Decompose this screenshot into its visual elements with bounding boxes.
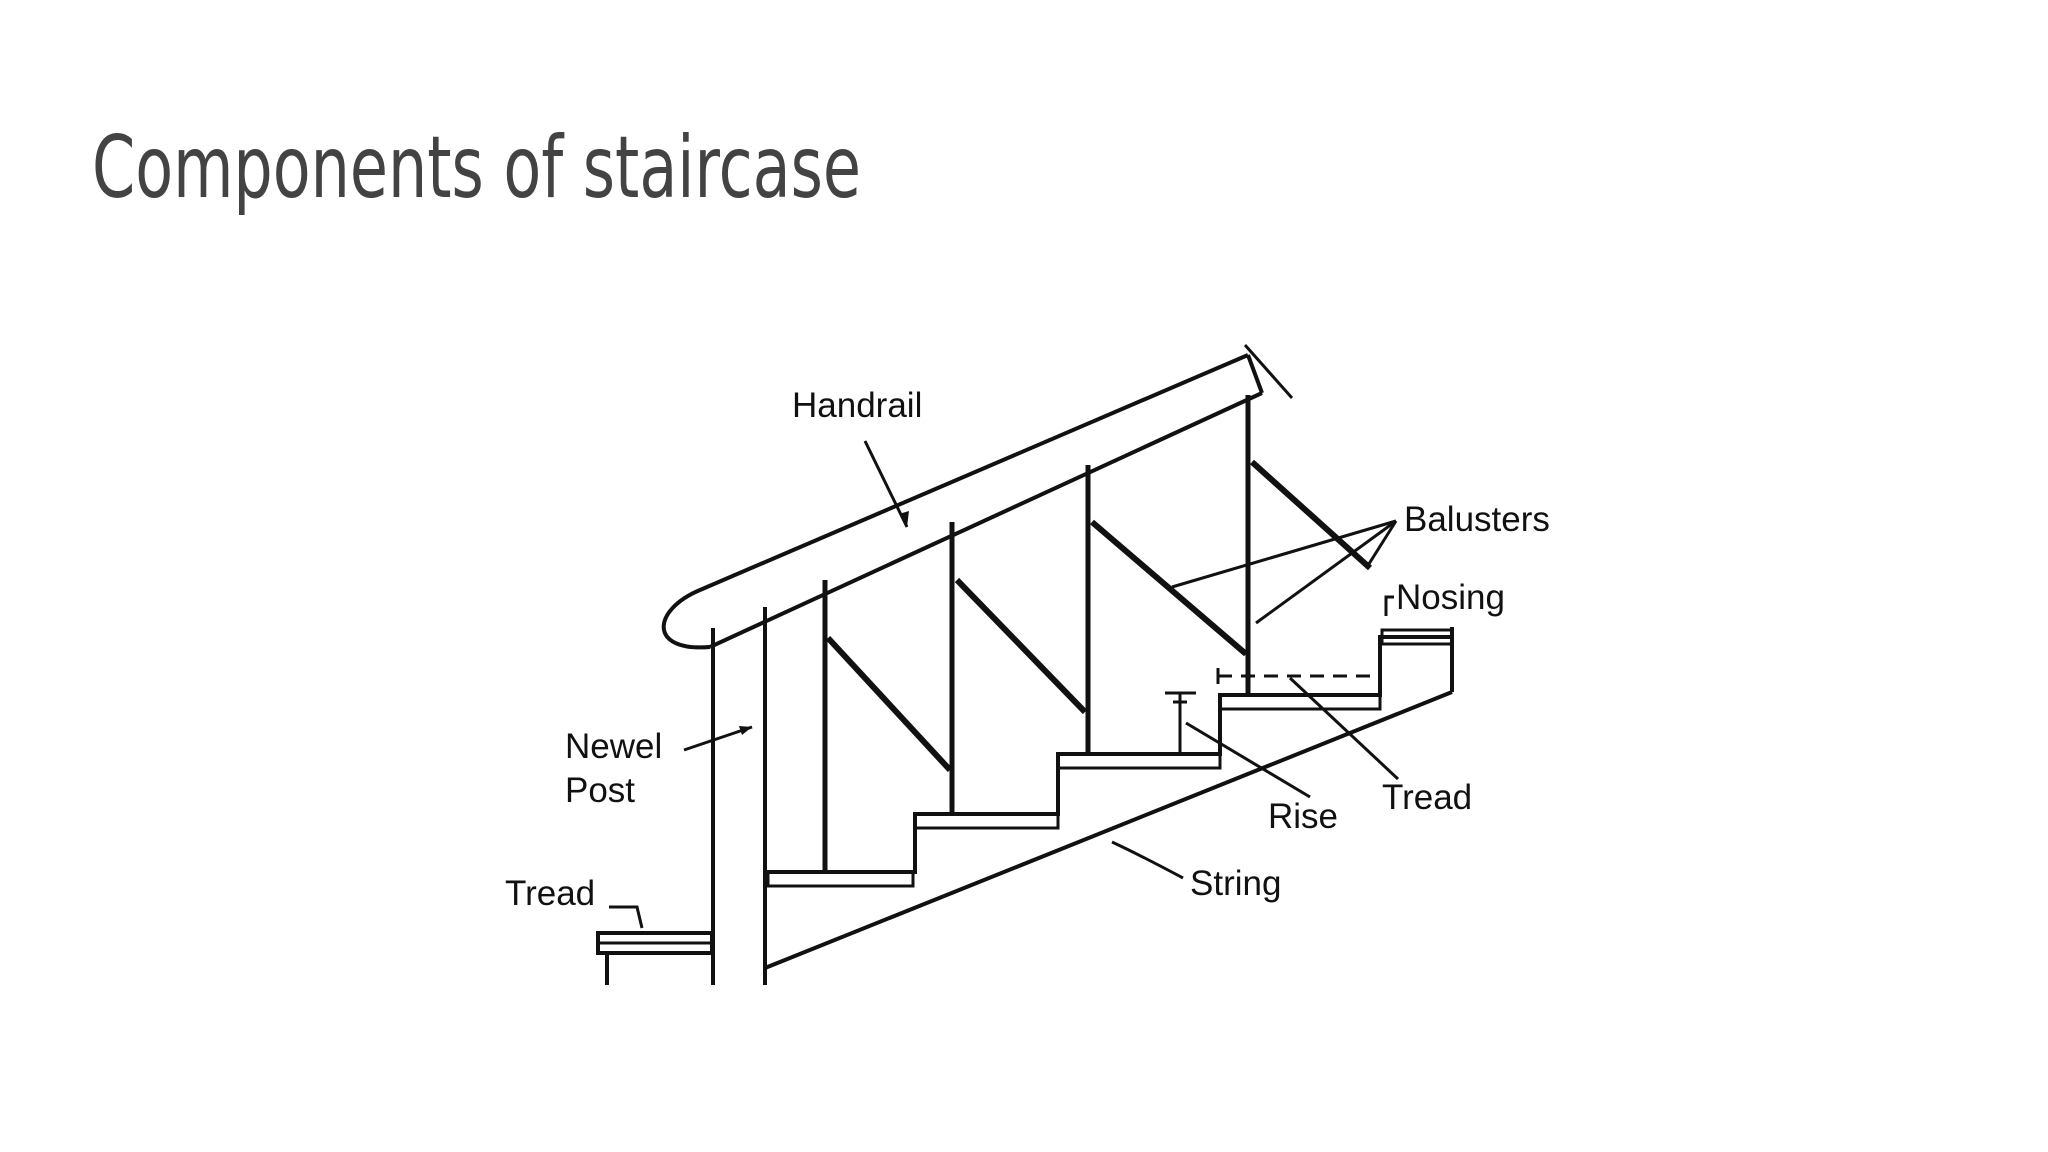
slide-title: Components of staircase — [92, 118, 861, 218]
balusters — [822, 395, 1373, 872]
label-newel-post-line1: Newel — [565, 727, 662, 766]
label-string: String — [1190, 864, 1281, 903]
newel-post — [711, 607, 767, 985]
diagram-labels: Handrail Balusters Nosing Newel Post Tre… — [505, 386, 1550, 913]
bottom-tread — [596, 931, 714, 985]
label-balusters: Balusters — [1404, 500, 1550, 539]
label-nosing: Nosing — [1396, 578, 1505, 617]
stair-steps — [765, 628, 1454, 888]
label-tread-left: Tread — [505, 874, 595, 913]
label-rise: Rise — [1268, 797, 1338, 836]
label-handrail: Handrail — [792, 386, 922, 425]
leader-lines — [609, 440, 1400, 929]
handrail — [661, 344, 1294, 650]
rise-dimension — [1165, 691, 1196, 754]
tread-dimension — [1216, 668, 1382, 684]
label-newel-post-line2: Post — [565, 771, 635, 810]
label-tread-right: Tread — [1382, 778, 1472, 817]
